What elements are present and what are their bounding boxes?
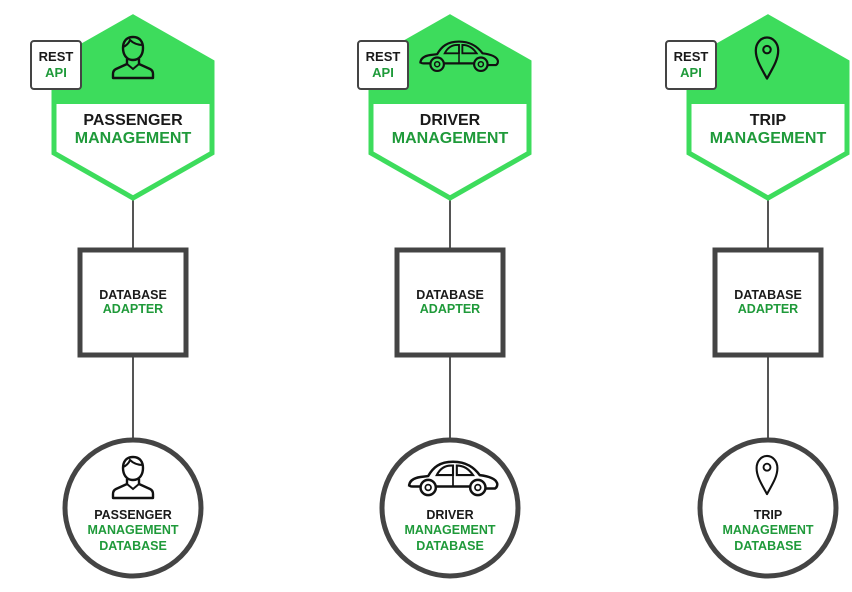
database-circle [379, 437, 521, 579]
database-label: TRIP MANAGEMENT DATABASE [693, 508, 843, 554]
rest-api-badge: REST API [30, 40, 82, 90]
db-line2: MANAGEMENT [722, 523, 814, 538]
db-line2: MANAGEMENT [87, 523, 179, 538]
person-icon-database [108, 450, 158, 502]
map-pin-icon [753, 34, 781, 82]
rest-label: REST [365, 49, 401, 65]
service-column-trip: REST API TRIP MANAGEMENT DATABASE ADAPTE… [635, 0, 852, 592]
service-title-line2: MANAGEMENT [391, 130, 509, 148]
db-line2: MANAGEMENT [404, 523, 496, 538]
db-line1: TRIP [753, 508, 783, 522]
service-title: DRIVER MANAGEMENT [350, 112, 550, 149]
db-line1: PASSENGER [94, 508, 172, 522]
database-adapter-label: DATABASE ADAPTER [395, 288, 505, 317]
column-graphics [51, 14, 215, 579]
service-title: PASSENGER MANAGEMENT [33, 112, 233, 149]
api-label: API [680, 65, 702, 80]
db-line3: DATABASE [734, 538, 802, 553]
rest-label: REST [38, 49, 74, 65]
database-circle [697, 437, 839, 579]
adapter-line1: DATABASE [416, 288, 484, 302]
adapter-line1: DATABASE [734, 288, 802, 302]
map-pin-icon-database [754, 452, 780, 498]
api-label: API [372, 65, 394, 80]
rest-label: REST [673, 49, 709, 65]
database-circle [62, 437, 204, 579]
database-adapter-box [712, 247, 824, 358]
db-line3: DATABASE [99, 538, 167, 553]
car-icon-database [405, 456, 501, 498]
service-title: TRIP MANAGEMENT [668, 112, 852, 149]
service-title-line2: MANAGEMENT [74, 130, 192, 148]
adapter-line2: ADAPTER [102, 302, 164, 317]
service-title-line1: DRIVER [419, 112, 481, 129]
service-title-line1: TRIP [749, 112, 787, 129]
database-adapter-label: DATABASE ADAPTER [713, 288, 823, 317]
person-icon [108, 30, 158, 82]
rest-api-badge: REST API [665, 40, 717, 90]
adapter-line1: DATABASE [99, 288, 167, 302]
adapter-line2: ADAPTER [737, 302, 799, 317]
db-line1: DRIVER [426, 508, 474, 522]
service-title-line1: PASSENGER [83, 112, 183, 129]
database-label: DRIVER MANAGEMENT DATABASE [375, 508, 525, 554]
database-adapter-box [394, 247, 506, 358]
adapter-line2: ADAPTER [419, 302, 481, 317]
service-title-line2: MANAGEMENT [709, 130, 827, 148]
database-label: PASSENGER MANAGEMENT DATABASE [58, 508, 208, 554]
service-column-passenger: REST API PASSENGER MANAGEMENT DATABASE A… [0, 0, 280, 592]
service-column-driver: REST API DRIVER MANAGEMENT DATABASE ADAP… [317, 0, 597, 592]
database-adapter-label: DATABASE ADAPTER [78, 288, 188, 317]
api-label: API [45, 65, 67, 80]
database-adapter-box [77, 247, 189, 358]
car-icon [417, 36, 501, 74]
db-line3: DATABASE [416, 538, 484, 553]
rest-api-badge: REST API [357, 40, 409, 90]
